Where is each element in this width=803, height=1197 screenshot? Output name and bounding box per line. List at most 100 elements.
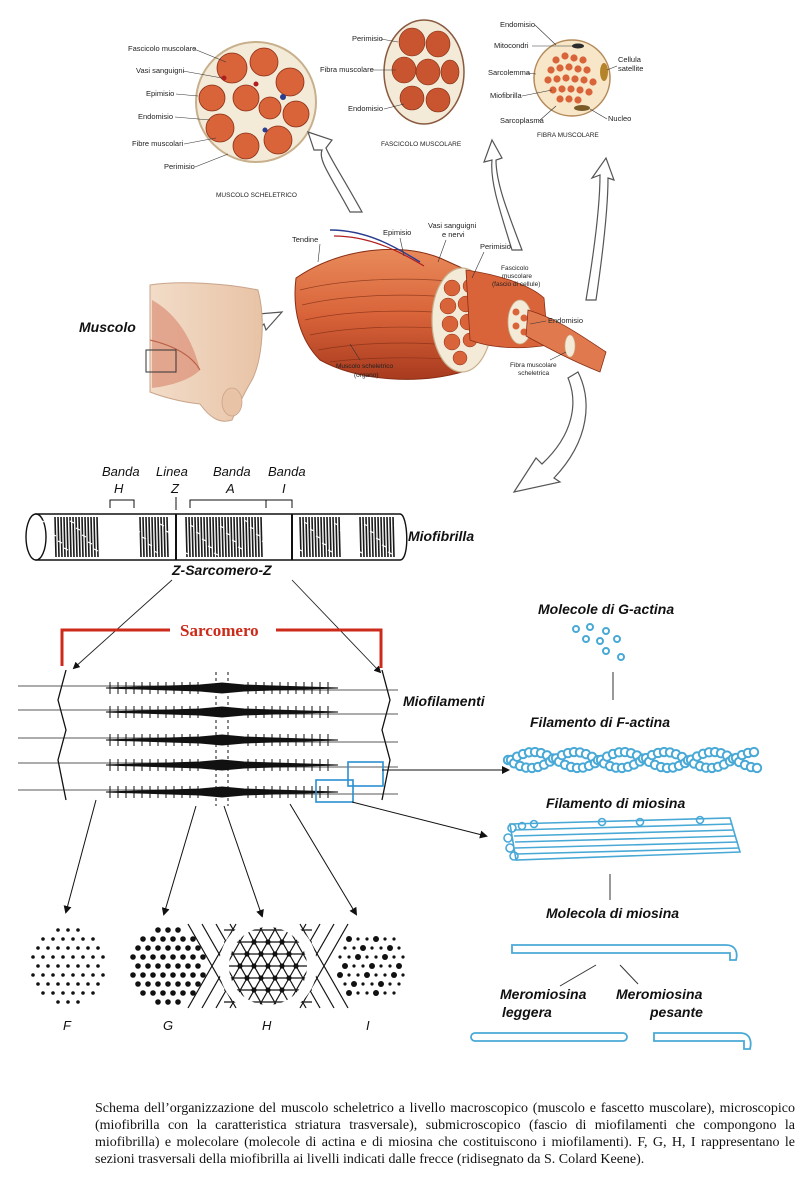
dissected-muscle [294, 229, 607, 380]
striation-dark [380, 516, 383, 558]
label-g-actina: Molecole di G-actina [538, 601, 674, 617]
label-linea-z: Linea [156, 464, 188, 479]
striation-light [39, 519, 45, 523]
striation-light [303, 521, 309, 525]
section-level-lines [63, 799, 358, 918]
filament-dot [145, 963, 151, 969]
label-endomisio-fascicolo: Endomisio [348, 104, 383, 113]
filament-dot [180, 990, 186, 996]
striation-dark [78, 516, 81, 558]
label-meromiosina-pesante-2: pesante [649, 1004, 703, 1020]
striation-dark [157, 516, 160, 558]
label-epimisio-organo: Epimisio [383, 228, 411, 237]
label-muscolo-scheletrico-organo: Muscolo scheletrico [336, 363, 393, 370]
striation-dark [60, 516, 63, 558]
label-h: H [114, 481, 124, 496]
striation-light [273, 520, 279, 524]
filament-dot [140, 990, 146, 996]
filament-dot [387, 945, 393, 951]
striation-light [267, 547, 273, 551]
filament-dot [392, 955, 396, 959]
arm-illustration [145, 282, 263, 422]
striation-dark [209, 516, 212, 558]
filament-dot [41, 955, 45, 959]
filament-dot [96, 946, 100, 950]
label-i: I [282, 481, 286, 496]
striation-dark [359, 516, 362, 558]
filament-dot [338, 955, 342, 959]
filament-dot [71, 991, 75, 995]
filament-dot [150, 936, 156, 942]
striation-dark [54, 516, 57, 558]
filament-dot [374, 955, 378, 959]
filament-dot [365, 955, 369, 959]
filament-dot [160, 972, 166, 978]
striation-light [339, 529, 345, 533]
filament-dot [258, 951, 264, 957]
striation-light [93, 548, 99, 552]
striation-light [147, 543, 153, 547]
filament-dot [91, 955, 95, 959]
striation-dark [66, 516, 69, 558]
sarcomere-title: Sarcomero [180, 621, 259, 640]
filament-dot [397, 982, 401, 986]
filament-dot [272, 975, 278, 981]
filament-dot [160, 954, 166, 960]
striation-light [225, 532, 231, 536]
label-f-actina: Filamento di F-actina [530, 714, 670, 730]
filament-dot [145, 981, 151, 987]
striation-dark [308, 516, 311, 558]
filament-dot [364, 972, 370, 978]
filament-dot [150, 990, 156, 996]
filament-dot [361, 982, 365, 986]
label-meromiosina-leggera-2: leggera [502, 1004, 552, 1020]
filament-dot [396, 963, 402, 969]
striation-light [129, 522, 135, 526]
filament-dot [180, 936, 186, 942]
label-fascio-cellule: (fascio di cellule) [492, 281, 540, 288]
label-vasi-sanguigni: Vasi sanguigni [136, 66, 185, 75]
striation-dark [154, 516, 157, 558]
filament-dot [170, 954, 176, 960]
thick-filament [105, 734, 339, 746]
filament-dot [91, 937, 95, 941]
filament-dot [200, 972, 206, 978]
striation-dark [386, 516, 389, 558]
striation-dark [377, 516, 380, 558]
filament-dot [160, 936, 166, 942]
filament-dot [91, 991, 95, 995]
cross-section-letters: F G H I [63, 1018, 370, 1033]
filament-dot [46, 946, 50, 950]
filament-dot [379, 964, 383, 968]
filament-dot [130, 972, 136, 978]
filament-dot [200, 954, 206, 960]
myosin-molecule [511, 944, 738, 961]
filament-dot [293, 963, 299, 969]
label-banda-i: Banda [268, 464, 306, 479]
filament-dot [185, 981, 191, 987]
label-nucleo: Nucleo [608, 114, 631, 123]
filament-dot [165, 999, 171, 1005]
filament-dot [56, 982, 60, 986]
filament-dot [76, 964, 80, 968]
filament-dot [180, 954, 186, 960]
filament-dot [175, 945, 181, 951]
filament-dot [369, 963, 375, 969]
filament-dot [71, 937, 75, 941]
label-perimisio-organo: Perimisio [480, 242, 511, 251]
striation-light [177, 544, 183, 548]
label-fibra-muscolare: Fibra muscolare [320, 65, 374, 74]
filament-dot [190, 990, 196, 996]
striation-light [297, 548, 303, 552]
lattice-mask [219, 917, 317, 1015]
striation-light [57, 540, 63, 544]
filament-dot [175, 927, 181, 933]
filament-dot [56, 964, 60, 968]
label-banda-h: Banda [102, 464, 140, 479]
striation-dark [90, 516, 93, 558]
striation-light [327, 549, 333, 553]
striation-light [63, 547, 69, 551]
striation-dark [160, 516, 163, 558]
filament-dot [383, 937, 387, 941]
striation-dark [227, 516, 230, 558]
